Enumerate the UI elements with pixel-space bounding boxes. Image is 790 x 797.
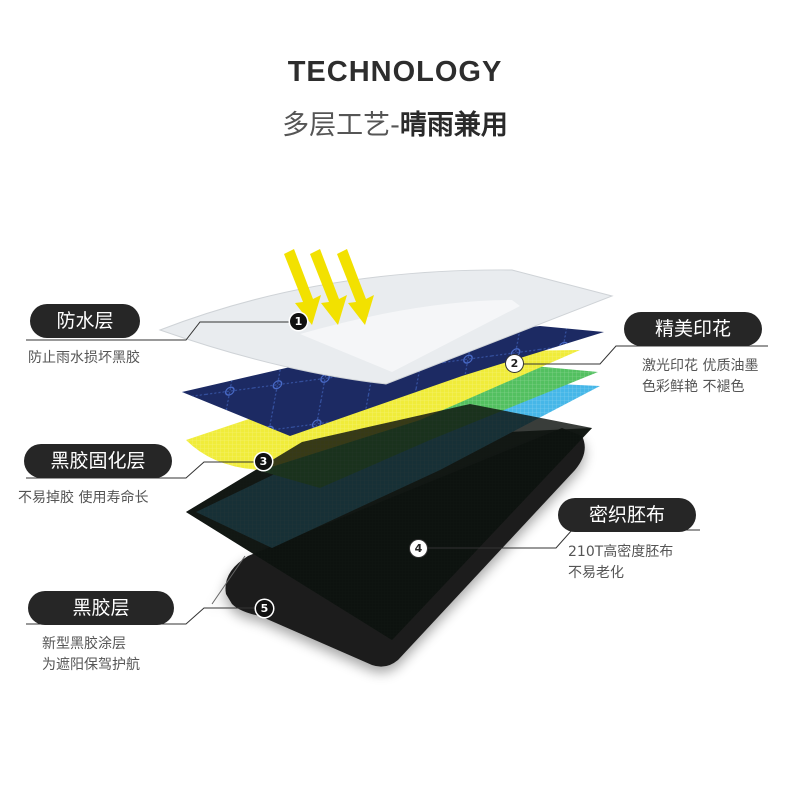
fabric-top-sheet	[186, 404, 592, 640]
desc-cured-glue: 不易掉胶 使用寿命长	[18, 488, 148, 509]
layer-badge-2: 2	[506, 355, 523, 372]
sun-arrows	[284, 249, 374, 325]
waterproof-layer-highlight	[300, 300, 520, 372]
desc-line: 为遮阳保驾护航	[42, 657, 140, 673]
desc-line: 不易老化	[568, 565, 624, 581]
sun-arrow-icon	[284, 249, 321, 325]
page-subtitle: 多层工艺-晴雨兼用	[0, 103, 790, 142]
desc-line: 210T高密度胚布	[568, 544, 674, 560]
leader-line-1	[26, 321, 296, 341]
black-layer-edge	[211, 555, 246, 605]
label-fabric: 密织胚布	[558, 498, 696, 532]
desc-line: 色彩鲜艳 不褪色	[642, 379, 745, 395]
label-cured-glue: 黑胶固化层	[24, 444, 172, 478]
layer-badge-3: 3	[255, 453, 272, 470]
sun-arrow-icon	[310, 249, 347, 325]
desc-line: 激光印花 优质油墨	[642, 358, 759, 374]
layer-badge-4: 4	[410, 540, 427, 557]
leader-line-3	[26, 461, 264, 479]
desc-black-glue: 新型黑胶涂层 为遮阳保驾护航	[42, 634, 140, 676]
label-black-glue: 黑胶层	[28, 591, 174, 625]
label-waterproof: 防水层	[30, 304, 140, 338]
sun-arrow-icon	[337, 249, 374, 325]
page-title: TECHNOLOGY	[287, 56, 503, 88]
desc-line: 防止雨水损坏黑胶	[28, 350, 140, 366]
layer-badge-1: 1	[290, 313, 307, 330]
desc-print: 激光印花 优质油墨 色彩鲜艳 不褪色	[642, 356, 758, 398]
subtitle-light: 多层工艺-	[282, 110, 400, 141]
desc-waterproof: 防止雨水损坏黑胶	[28, 348, 140, 369]
desc-line: 不易掉胶 使用寿命长	[18, 490, 149, 506]
desc-fabric: 210T高密度胚布 不易老化	[568, 542, 673, 584]
desc-line: 新型黑胶涂层	[42, 636, 126, 652]
layer-badge-5: 5	[256, 600, 273, 617]
leader-line-2	[520, 345, 768, 365]
waterproof-layer	[158, 269, 614, 385]
subtitle-bold: 晴雨兼用	[399, 110, 508, 141]
label-print: 精美印花	[624, 312, 762, 346]
yellow-glue-grid	[186, 350, 580, 470]
